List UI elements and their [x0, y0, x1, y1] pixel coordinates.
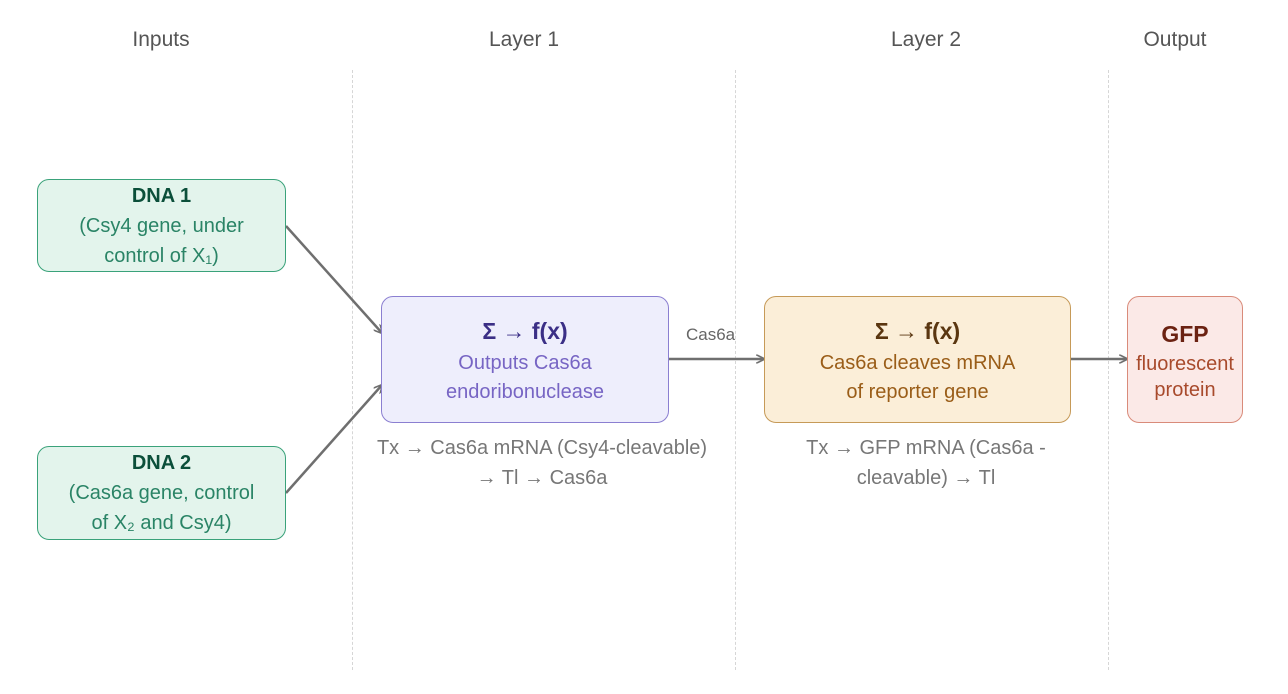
dna2-title: DNA 2: [131, 452, 192, 474]
layer1-caption: Tx → Cas6a mRNA (Csy4-cleavable) → Tl → …: [377, 433, 707, 493]
layer1-node: Σ → f(x) Outputs Cas6a endoribonuclease: [381, 296, 669, 423]
dna1-node: DNA 1 (Csy4 gene, under control of X₁): [37, 179, 286, 272]
dna2-description-line1: (Cas6a gene, control: [68, 482, 255, 504]
dna1-description-line2: control of X₁): [104, 244, 219, 267]
output-title: GFP: [1161, 320, 1209, 347]
layer2-function: Σ → f(x): [874, 317, 961, 344]
layer1-caption-line1: Tx → Cas6a mRNA (Csy4-cleavable): [376, 437, 708, 459]
output-description-line2: protein: [1154, 378, 1216, 401]
column-divider: [1108, 70, 1109, 670]
column-divider: [735, 70, 736, 670]
layer2-description-line2: of reporter gene: [846, 380, 989, 403]
arrow-dna1-to-layer1: [285, 225, 382, 333]
layer1-description-line2: endoribonuclease: [446, 380, 604, 403]
column-header-output: Output: [1143, 28, 1207, 51]
column-header-layer-1: Layer 1: [488, 28, 560, 51]
dna1-description-line1: (Csy4 gene, under: [79, 214, 244, 237]
layer1-description-line1: Outputs Cas6a: [458, 351, 592, 374]
output-node: GFP fluorescent protein: [1127, 296, 1243, 423]
column-header-layer-2: Layer 2: [890, 28, 962, 51]
edge-label-cas6a: Cas6a: [686, 325, 736, 344]
arrow-dna2-to-layer1: [285, 385, 382, 494]
column-divider: [352, 70, 353, 670]
layer1-caption-line2: → Tl → Cas6a: [476, 467, 608, 489]
column-header-inputs: Inputs: [132, 28, 190, 51]
dna2-description-line2: of X₂ and Csy4): [91, 512, 232, 534]
dna1-title: DNA 1: [131, 184, 192, 207]
dna2-node: DNA 2 (Cas6a gene, control of X₂ and Csy…: [37, 446, 286, 540]
layer2-caption-line2: cleavable) → Tl: [856, 467, 996, 489]
layer2-description-line1: Cas6a cleaves mRNA: [819, 351, 1016, 374]
layer1-function: Σ → f(x): [482, 317, 568, 344]
layer2-caption-line1: Tx → GFP mRNA (Cas6a -: [806, 437, 1046, 459]
layer2-caption: Tx → GFP mRNA (Cas6a - cleavable) → Tl: [806, 433, 1046, 493]
output-description-line1: fluorescent: [1136, 352, 1234, 375]
layer2-node: Σ → f(x) Cas6a cleaves mRNA of reporter …: [764, 296, 1071, 423]
